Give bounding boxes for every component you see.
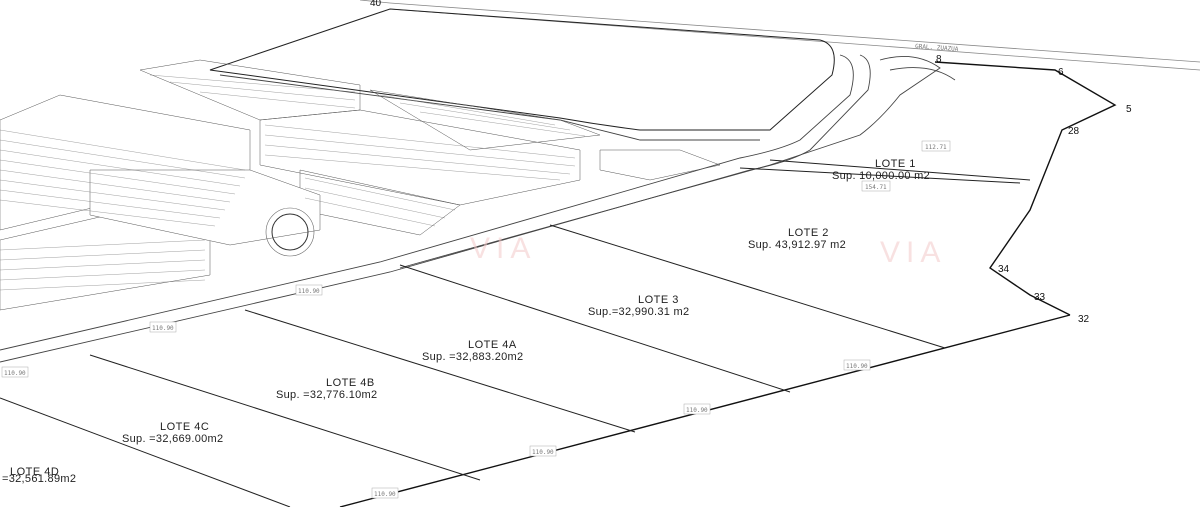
roundabout-inner xyxy=(265,207,315,257)
road xyxy=(359,0,1200,71)
vertex-28: 28 xyxy=(1068,126,1080,137)
vertex-32: 32 xyxy=(1078,314,1090,325)
lot-4b-name: LOTE 4B xyxy=(326,377,375,389)
dimension-label: 110.90 xyxy=(532,449,554,456)
dimension-label: 110.90 xyxy=(152,325,174,332)
boulevard xyxy=(0,54,956,363)
watermarks: VIA VIA xyxy=(470,232,946,269)
watermark: VIA xyxy=(470,232,536,265)
upper-block xyxy=(209,8,835,131)
lot-4c-name: LOTE 4C xyxy=(160,421,209,433)
dimension-label: 110.90 xyxy=(374,491,396,498)
parcel-boundary xyxy=(339,61,1117,507)
lot-1-area: Sup. 10,000.00 m2 xyxy=(832,170,930,182)
dimension-tags: 112.71 154.71 110.90 110.90 110.90 110.9… xyxy=(1,140,951,499)
dimension-label: 154.71 xyxy=(865,184,887,191)
dimension-label: 110.90 xyxy=(686,407,708,414)
roundabout xyxy=(271,213,309,251)
lot-3-name: LOTE 3 xyxy=(638,294,679,306)
vertex-6: 6 xyxy=(1058,67,1064,78)
corner-label-40: 40 xyxy=(370,0,382,9)
vertex-33: 33 xyxy=(1034,292,1046,303)
dimension-label: 110.90 xyxy=(4,370,26,377)
lot-4d-name: LOTE 4D xyxy=(10,466,59,478)
lot-4a-name: LOTE 4A xyxy=(468,339,517,351)
lot-4d-area: =32,561.89m2 xyxy=(2,473,76,485)
lot-2-name: LOTE 2 xyxy=(788,227,829,239)
lot-4b-area: Sup. =32,776.10m2 xyxy=(276,389,377,401)
lot-3-area: Sup.=32,990.31 m2 xyxy=(588,306,689,318)
lot-1-name: LOTE 1 xyxy=(875,158,916,170)
lot-hatching xyxy=(0,74,586,291)
dimension-label: 110.90 xyxy=(846,363,868,370)
vertex-5: 5 xyxy=(1126,104,1132,115)
road-label: GRAL. ZUAZUA xyxy=(915,43,959,53)
vertex-34: 34 xyxy=(998,264,1010,275)
dimension-label: 110.90 xyxy=(298,288,320,295)
dimension-label: 112.71 xyxy=(925,144,947,151)
watermark: VIA xyxy=(880,236,946,269)
lot-2-area: Sup. 43,912.97 m2 xyxy=(748,239,846,251)
vertex-8: 8 xyxy=(936,54,942,65)
lot-4c-area: Sup. =32,669.00m2 xyxy=(122,433,223,445)
lot-lines xyxy=(0,159,1031,507)
lot-4a-area: Sup. =32,883.20m2 xyxy=(422,351,523,363)
